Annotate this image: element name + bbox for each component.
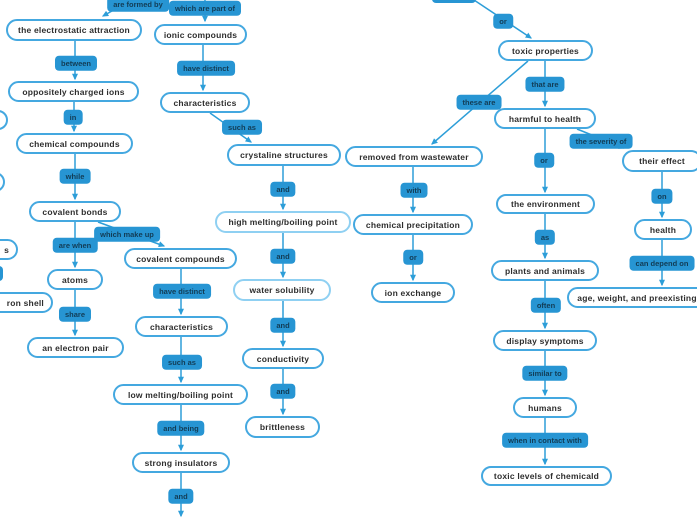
node-characteristics-ionic[interactable]: characteristics bbox=[160, 92, 250, 113]
edge-label-which-are-part-of[interactable]: which are part of bbox=[168, 0, 242, 16]
node-age-weight-preexisting[interactable]: age, weight, and preexisting bbox=[567, 287, 697, 308]
node-chemical-precipitation[interactable]: chemical precipitation bbox=[353, 214, 473, 235]
node-the-environment[interactable]: the environment bbox=[496, 194, 595, 214]
edge-label-while[interactable]: while bbox=[59, 168, 91, 184]
node-health[interactable]: health bbox=[634, 219, 692, 240]
node-water-solubility[interactable]: water solubility bbox=[233, 279, 331, 301]
node-oppositely-charged-ions[interactable]: oppositely charged ions bbox=[8, 81, 139, 102]
edge-label-or-top[interactable]: or bbox=[493, 13, 513, 29]
node-low-melting-boiling-point[interactable]: low melting/boiling point bbox=[113, 384, 248, 405]
edge-label-have-distinct-ionic[interactable]: have distinct bbox=[177, 60, 235, 76]
cut-label-top-right bbox=[432, 0, 476, 3]
node-chemical-compounds[interactable]: chemical compounds bbox=[16, 133, 133, 154]
edge-label-have-distinct-covalent[interactable]: have distinct bbox=[153, 283, 211, 299]
edge-label-are-formed-by[interactable]: are formed by bbox=[107, 0, 169, 12]
edge-label-in[interactable]: in bbox=[63, 109, 83, 125]
node-strong-insulators[interactable]: strong insulators bbox=[132, 452, 230, 473]
cut-label-left bbox=[0, 266, 3, 281]
edge-label-or-precipitation[interactable]: or bbox=[403, 249, 423, 265]
node-atoms[interactable]: atoms bbox=[47, 269, 103, 290]
edge-label-or-environment[interactable]: or bbox=[534, 152, 554, 168]
node-ionic-compounds[interactable]: ionic compounds bbox=[154, 24, 247, 45]
node-harmful-to-health[interactable]: harmful to health bbox=[494, 108, 596, 129]
node-ion-exchange[interactable]: ion exchange bbox=[371, 282, 455, 303]
node-covalent-bonds[interactable]: covalent bonds bbox=[29, 201, 121, 222]
edge-label-and-solubility[interactable]: and bbox=[270, 317, 296, 333]
edge-label-and-melting[interactable]: and bbox=[270, 248, 296, 264]
edge-label-these-are[interactable]: these are bbox=[456, 94, 502, 110]
node-their-effect[interactable]: their effect bbox=[622, 150, 697, 172]
node-plants-and-animals[interactable]: plants and animals bbox=[491, 260, 599, 281]
edge-label-can-depend-on[interactable]: can depend on bbox=[629, 255, 695, 271]
node-cut-node-ron-shell[interactable]: ron shell bbox=[0, 292, 53, 313]
edge-label-are-when[interactable]: are when bbox=[52, 237, 98, 253]
edge-label-between[interactable]: between bbox=[54, 55, 98, 71]
node-high-melting-boiling-point[interactable]: high melting/boiling point bbox=[215, 211, 351, 233]
edge-label-such-as-covalent[interactable]: such as bbox=[162, 354, 202, 370]
edge-label-such-as-ionic[interactable]: such as bbox=[222, 119, 262, 135]
node-removed-from-wastewater[interactable]: removed from wastewater bbox=[345, 146, 483, 167]
edge-label-share[interactable]: share bbox=[58, 306, 92, 322]
edge-label-the-severity-of[interactable]: the severity of bbox=[569, 133, 633, 149]
edge-label-as[interactable]: as bbox=[534, 229, 556, 245]
edge-label-often[interactable]: often bbox=[530, 297, 562, 313]
node-cut-node-s[interactable]: s bbox=[0, 239, 18, 260]
node-humans[interactable]: humans bbox=[513, 397, 577, 418]
edge-label-and-being[interactable]: and being bbox=[157, 420, 205, 436]
node-covalent-compounds[interactable]: covalent compounds bbox=[124, 248, 237, 269]
node-an-electron-pair[interactable]: an electron pair bbox=[27, 337, 124, 358]
edge-label-with[interactable]: with bbox=[400, 182, 428, 198]
node-brittleness[interactable]: brittleness bbox=[245, 416, 320, 438]
edge-label-that-are[interactable]: that are bbox=[525, 76, 565, 92]
edge-label-when-in-contact-with[interactable]: when in contact with bbox=[502, 432, 588, 448]
node-characteristics-covalent[interactable]: characteristics bbox=[135, 316, 228, 337]
node-toxic-levels-of-chemicald[interactable]: toxic levels of chemicald bbox=[481, 466, 612, 486]
edge-label-on[interactable]: on bbox=[651, 188, 673, 204]
node-display-symptoms[interactable]: display symptoms bbox=[493, 330, 597, 351]
node-toxic-properties[interactable]: toxic properties bbox=[498, 40, 593, 61]
edge-label-and-insulators[interactable]: and bbox=[168, 488, 194, 504]
edge-label-and-crystaline[interactable]: and bbox=[270, 181, 296, 197]
node-conductivity[interactable]: conductivity bbox=[242, 348, 324, 369]
edge-label-and-conductivity[interactable]: and bbox=[270, 383, 296, 399]
edge-label-which-make-up[interactable]: which make up bbox=[94, 226, 160, 242]
edge-label-similar-to[interactable]: similar to bbox=[522, 365, 568, 381]
node-crystaline-structures[interactable]: crystaline structures bbox=[227, 144, 341, 166]
node-electrostatic-attraction[interactable]: the electrostatic attraction bbox=[6, 19, 142, 41]
